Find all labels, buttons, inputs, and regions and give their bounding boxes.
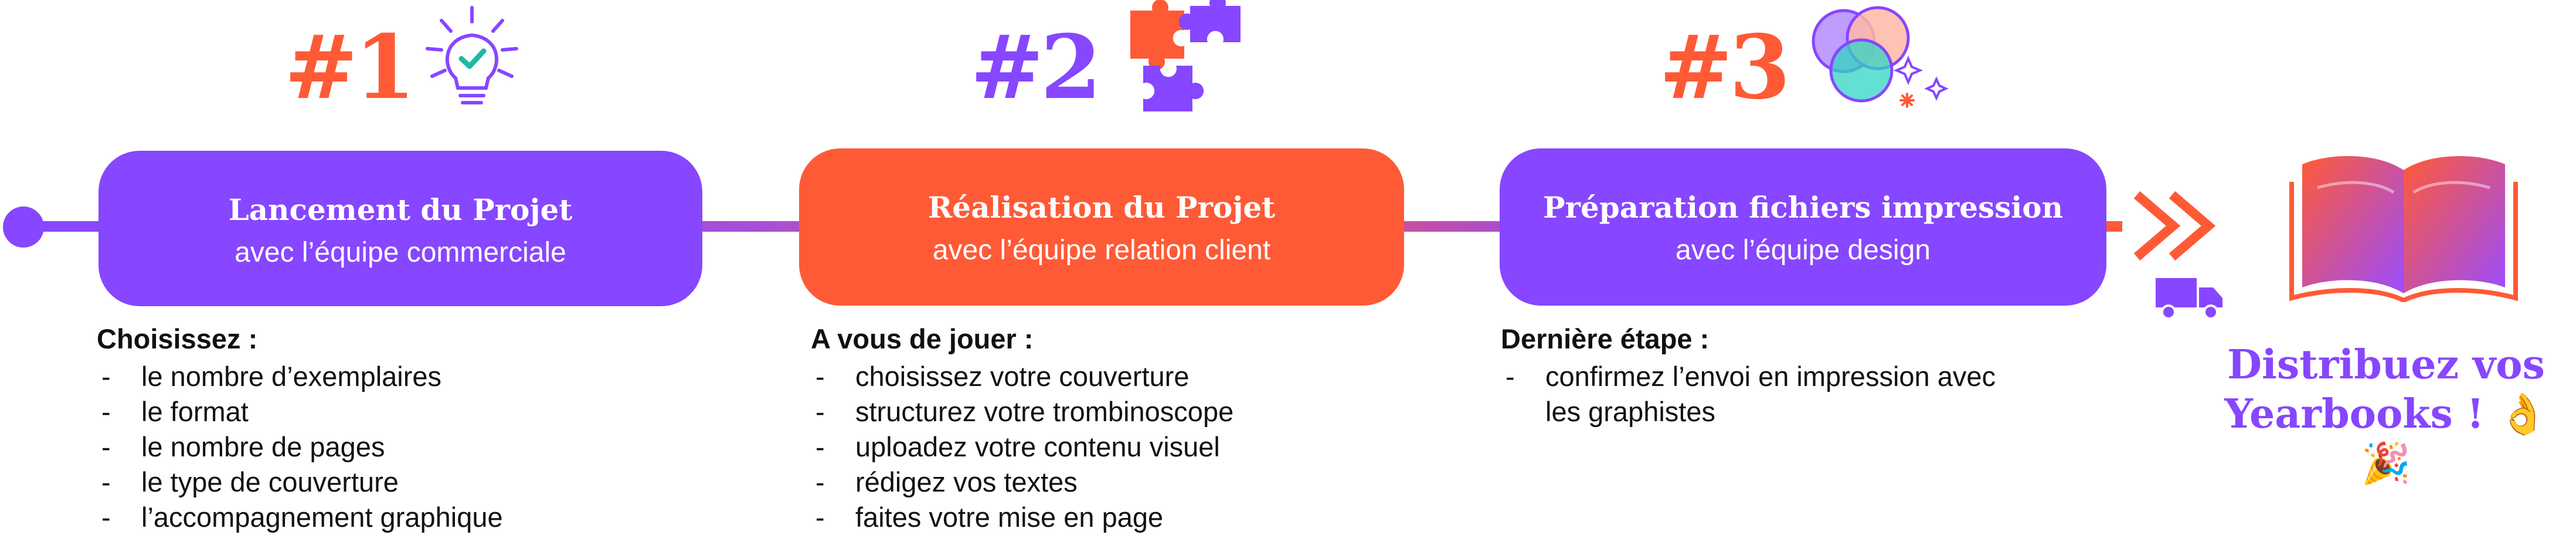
list-item: l’accompagnement graphique bbox=[97, 500, 742, 535]
list-item: confirmez l’envoi en impression avec les… bbox=[1501, 359, 2032, 429]
step-2-number: #2 bbox=[970, 16, 1102, 119]
step-2-list: A vous de jouer : choisissez votre couve… bbox=[811, 321, 1456, 535]
double-chevron-right-icon bbox=[2133, 191, 2216, 261]
step-3-subtitle: avec l’équipe design bbox=[1676, 235, 1931, 266]
step-3-number: #3 bbox=[1659, 16, 1790, 119]
list-item: le nombre d’exemplaires bbox=[97, 359, 742, 394]
puzzle-icon bbox=[1130, 0, 1241, 111]
step-3-heading: Dernière étape : bbox=[1501, 323, 1710, 354]
list-item: le nombre de pages bbox=[97, 429, 742, 465]
step-2-title: Réalisation du Projet bbox=[927, 190, 1276, 225]
final-line-1: Distribuez vos bbox=[2227, 341, 2545, 388]
step-3-pill: Préparation fichiers impression avec l’é… bbox=[1500, 148, 2106, 306]
step-1-heading: Choisissez : bbox=[97, 323, 258, 354]
lightbulb-check-icon bbox=[426, 6, 518, 104]
step-2-subtitle: avec l’équipe relation client bbox=[932, 235, 1271, 266]
open-book-icon bbox=[2289, 156, 2518, 302]
list-item: uploadez votre contenu visuel bbox=[811, 429, 1456, 465]
step-1-number: #1 bbox=[284, 16, 416, 119]
step-3-title: Préparation fichiers impression bbox=[1543, 190, 2063, 225]
step-1-subtitle: avec l’équipe commerciale bbox=[235, 237, 566, 268]
final-message: Distribuez vos Yearbooks ! 👌🎉 bbox=[2222, 340, 2550, 488]
list-item: le type de couverture bbox=[97, 465, 742, 500]
list-item: le format bbox=[97, 394, 742, 429]
step-1-list: Choisissez : le nombre d’exemplaires le … bbox=[97, 321, 742, 535]
step-1-title: Lancement du Projet bbox=[228, 192, 573, 227]
list-item: choisissez votre couverture bbox=[811, 359, 1456, 394]
list-item: rédigez vos textes bbox=[811, 465, 1456, 500]
truck-icon bbox=[2156, 278, 2222, 320]
final-line-2: Yearbooks ! 👌🎉 bbox=[2224, 391, 2548, 487]
step-2-heading: A vous de jouer : bbox=[811, 323, 1034, 354]
list-item: faites votre mise en page bbox=[811, 500, 1456, 535]
list-item: structurez votre trombinoscope bbox=[811, 394, 1456, 429]
step-2-pill: Réalisation du Projet avec l’équipe rela… bbox=[799, 148, 1404, 306]
step-3-list: Dernière étape : confirmez l’envoi en im… bbox=[1501, 321, 2087, 429]
step-1-pill: Lancement du Projet avec l’équipe commer… bbox=[98, 151, 702, 306]
color-circles-icon bbox=[1812, 6, 1949, 108]
